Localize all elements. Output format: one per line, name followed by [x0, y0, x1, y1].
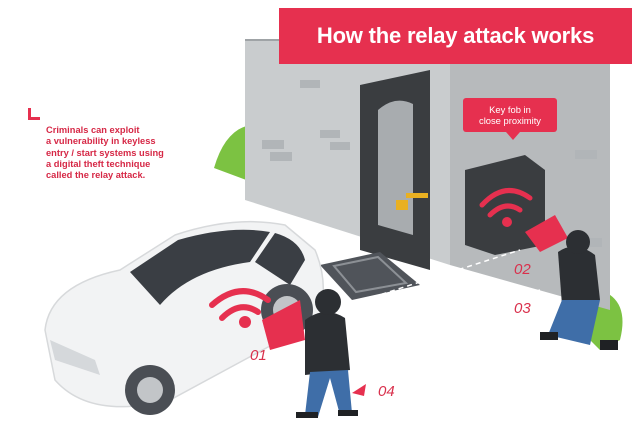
key-fob-icon: [502, 217, 512, 227]
thief-at-house: [525, 215, 618, 350]
car-headlight: [50, 340, 100, 375]
thief-near-car: [262, 289, 358, 418]
page-title: How the relay attack works: [316, 23, 595, 48]
relay-device-icon: [262, 300, 305, 350]
relay-signal-paths: [269, 249, 561, 396]
relay-device-icon-2: [525, 215, 568, 252]
wifi-signal-icon-car: [209, 288, 271, 321]
door-window: [378, 100, 413, 235]
step-label-03: 03: [514, 300, 531, 317]
intro-text: Criminals can exploit a vulnerability in…: [46, 125, 164, 181]
title-banner: How the relay attack works: [279, 8, 632, 64]
car-side-window: [255, 233, 305, 285]
door-handle: [406, 193, 428, 198]
intro-corner-mark: [28, 108, 40, 120]
step-label-02: 02: [514, 261, 531, 278]
arrow-icon: [352, 384, 366, 396]
wifi-signal-icon-indoor: [479, 188, 533, 218]
callout-text: Key fob in close proximity: [479, 104, 541, 126]
step-label-04: 04: [378, 383, 395, 400]
step-label-01: 01: [250, 347, 267, 364]
key-fob-callout: Key fob in close proximity: [463, 98, 557, 140]
car-windshield: [130, 229, 270, 305]
